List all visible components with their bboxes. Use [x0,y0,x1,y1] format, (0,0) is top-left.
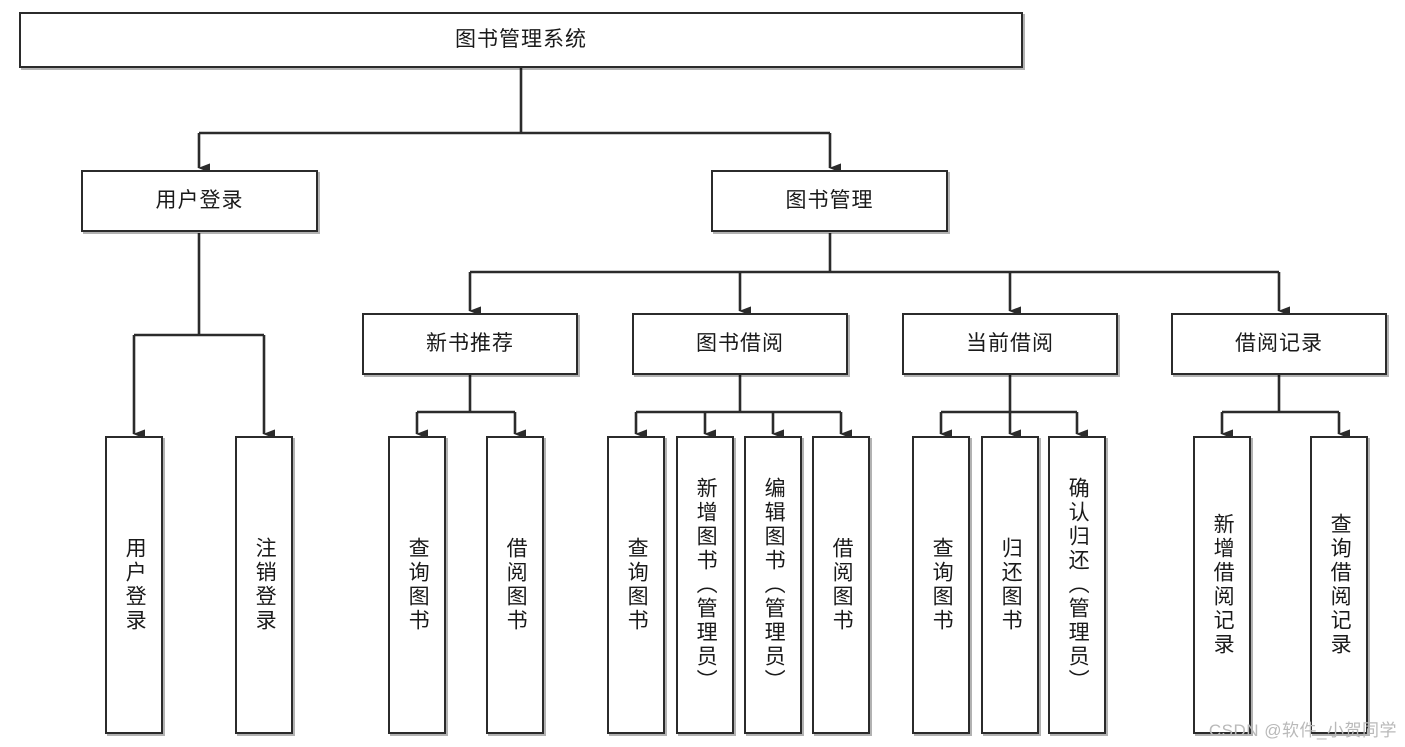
node-new-book-rec[interactable]: 新书推荐 [362,313,578,375]
node-leaf-return-book-label: 归还图书 [999,537,1023,633]
node-leaf-query-book-1-label: 查询图书 [406,537,430,633]
node-current-borrow[interactable]: 当前借阅 [902,313,1118,375]
node-leaf-user-logout[interactable]: 注销登录 [235,436,293,734]
node-book-manage[interactable]: 图书管理 [711,170,948,232]
node-root-label: 图书管理系统 [455,28,587,52]
node-leaf-borrow-book-1[interactable]: 借阅图书 [486,436,544,734]
node-book-manage-label: 图书管理 [785,189,874,213]
node-current-borrow-label: 当前借阅 [966,332,1054,356]
watermark-text: CSDN @软件_小贺同学 [1208,721,1397,740]
node-leaf-user-logout-label: 注销登录 [253,537,277,633]
node-leaf-borrow-book-1-label: 借阅图书 [504,537,528,633]
node-leaf-add-record[interactable]: 新增借阅记录 [1193,436,1251,734]
node-leaf-query-book-2-label: 查询图书 [625,537,649,633]
node-leaf-edit-book-label: 编辑图书（管理员） [762,477,786,693]
node-borrow-record-label: 借阅记录 [1235,332,1323,356]
node-leaf-query-book-3[interactable]: 查询图书 [912,436,970,734]
node-leaf-query-record-label: 查询借阅记录 [1328,513,1352,657]
node-leaf-confirm-return[interactable]: 确认归还（管理员） [1048,436,1106,734]
node-user-login-label: 用户登录 [155,189,244,213]
node-leaf-edit-book[interactable]: 编辑图书（管理员） [744,436,802,734]
node-leaf-add-book[interactable]: 新增图书（管理员） [676,436,734,734]
node-leaf-borrow-book-2[interactable]: 借阅图书 [812,436,870,734]
node-leaf-add-book-label: 新增图书（管理员） [694,477,718,693]
node-leaf-borrow-book-2-label: 借阅图书 [830,537,854,633]
node-leaf-return-book[interactable]: 归还图书 [981,436,1039,734]
node-borrow-record[interactable]: 借阅记录 [1171,313,1387,375]
node-new-book-rec-label: 新书推荐 [426,332,514,356]
node-user-login[interactable]: 用户登录 [81,170,318,232]
node-leaf-query-book-3-label: 查询图书 [930,537,954,633]
node-book-borrow-label: 图书借阅 [696,332,784,356]
node-book-borrow[interactable]: 图书借阅 [632,313,848,375]
node-leaf-query-book-2[interactable]: 查询图书 [607,436,665,734]
node-leaf-confirm-return-label: 确认归还（管理员） [1066,477,1090,693]
node-leaf-user-login-label: 用户登录 [123,537,147,633]
node-leaf-query-record[interactable]: 查询借阅记录 [1310,436,1368,734]
node-leaf-user-login[interactable]: 用户登录 [105,436,163,734]
node-leaf-query-book-1[interactable]: 查询图书 [388,436,446,734]
node-leaf-add-record-label: 新增借阅记录 [1211,513,1235,657]
node-root[interactable]: 图书管理系统 [19,12,1023,68]
